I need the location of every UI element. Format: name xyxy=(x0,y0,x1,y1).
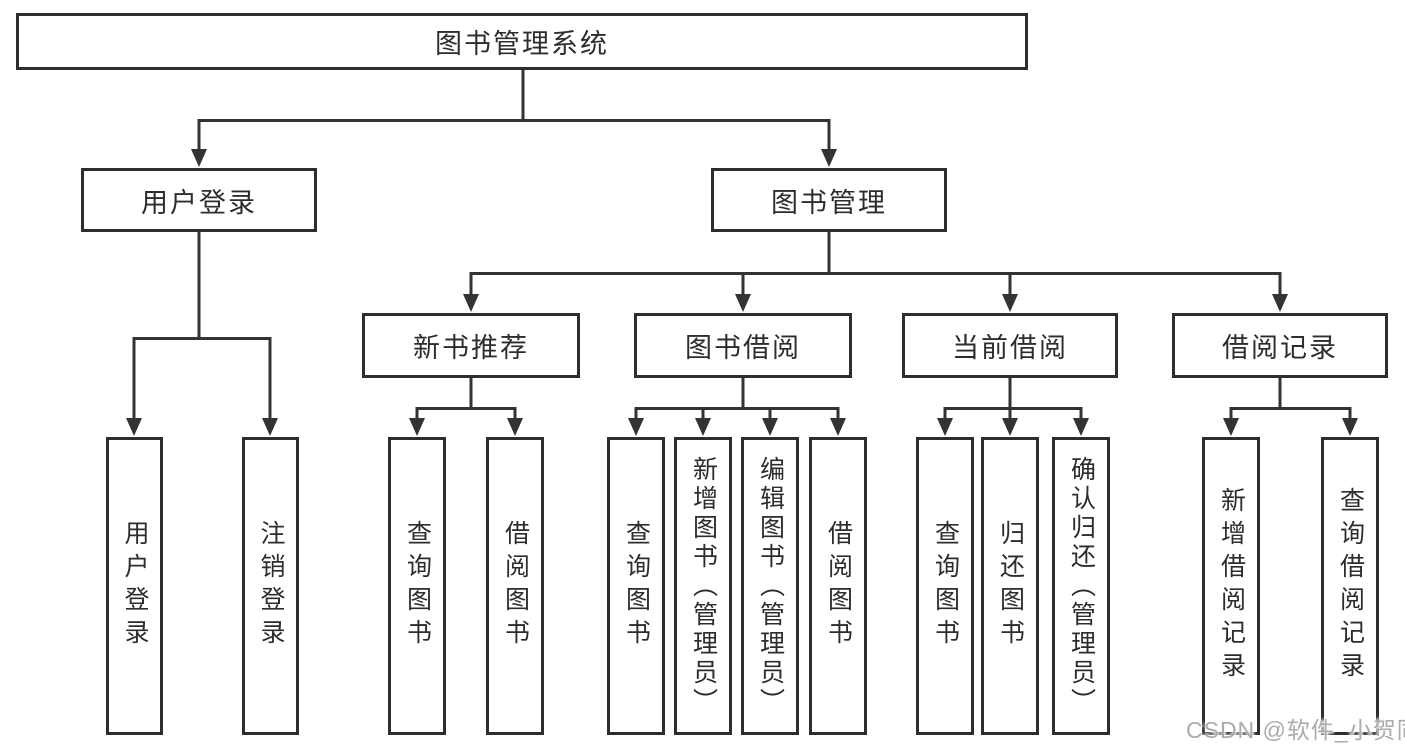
node-new-book-recommend: 新书推荐 xyxy=(362,313,580,378)
node-label: 新书推荐 xyxy=(413,333,529,363)
node-label: 图书管理系统 xyxy=(435,29,609,59)
node-label: 新增图书（管理员） xyxy=(689,455,718,717)
connector-userlogin-to-leaves xyxy=(132,232,272,420)
arrow-down-icon xyxy=(628,418,846,436)
arrow-down-icon xyxy=(1223,418,1358,436)
leaf-query-books-2: 查询图书 xyxy=(607,437,665,735)
leaf-user-login: 用户登录 xyxy=(106,437,163,735)
csdn-watermark: CSDN @软件_小贺同学 xyxy=(1186,717,1405,743)
leaf-logout: 注销登录 xyxy=(242,437,299,735)
node-label: 借阅记录 xyxy=(1222,333,1338,363)
node-label: 借阅图书 xyxy=(824,520,853,652)
node-user-login: 用户登录 xyxy=(81,168,317,232)
node-label: 归还图书 xyxy=(996,520,1025,652)
leaf-query-books-3: 查询图书 xyxy=(916,437,974,735)
leaf-return-books: 归还图书 xyxy=(981,437,1039,735)
node-label: 查询图书 xyxy=(622,520,651,652)
node-label: 注销登录 xyxy=(257,520,285,652)
node-label: 编辑图书（管理员） xyxy=(756,455,785,717)
connector-bookmgmt-to-level2 xyxy=(469,232,1282,296)
leaf-borrow-books-1: 借阅图书 xyxy=(486,437,544,735)
node-library-management-system: 图书管理系统 xyxy=(16,13,1028,70)
node-current-borrow: 当前借阅 xyxy=(902,313,1118,378)
leaf-add-books-admin: 新增图书（管理员） xyxy=(674,437,732,735)
leaf-add-borrow-record: 新增借阅记录 xyxy=(1202,437,1260,735)
node-label: 图书管理 xyxy=(771,187,887,218)
node-borrow-records: 借阅记录 xyxy=(1172,313,1388,378)
leaf-confirm-return-admin: 确认归还（管理员） xyxy=(1052,437,1110,735)
node-label: 确认归还（管理员） xyxy=(1067,455,1096,717)
connector-root-to-level1 xyxy=(197,70,831,151)
node-book-borrow: 图书借阅 xyxy=(634,313,852,378)
node-label: 新增借阅记录 xyxy=(1217,487,1246,685)
leaf-query-books-1: 查询图书 xyxy=(388,437,446,735)
arrow-down-icon xyxy=(409,418,523,436)
connector-borrowrecords-to-leaves xyxy=(1229,378,1352,420)
arrow-down-icon xyxy=(126,418,278,436)
node-label: 用户登录 xyxy=(141,187,257,218)
node-label: 图书借阅 xyxy=(685,333,801,363)
leaf-borrow-books-2: 借阅图书 xyxy=(809,437,867,735)
node-label: 查询图书 xyxy=(403,520,432,652)
node-label: 用户登录 xyxy=(121,520,149,652)
node-label: 查询图书 xyxy=(931,520,960,652)
leaf-query-borrow-record: 查询借阅记录 xyxy=(1321,437,1379,735)
node-label: 当前借阅 xyxy=(952,333,1068,363)
connector-newbookrec-to-leaves xyxy=(415,378,517,420)
arrow-down-icon xyxy=(937,418,1089,436)
leaf-edit-books-admin: 编辑图书（管理员） xyxy=(741,437,799,735)
node-label: 查询借阅记录 xyxy=(1336,487,1365,685)
arrow-down-icon xyxy=(191,149,837,167)
node-label: 借阅图书 xyxy=(501,520,530,652)
arrow-down-icon xyxy=(463,294,1288,312)
connector-bookborrow-to-leaves xyxy=(634,378,840,420)
connector-currentborrow-to-leaves xyxy=(943,378,1083,420)
node-book-management: 图书管理 xyxy=(711,168,947,232)
